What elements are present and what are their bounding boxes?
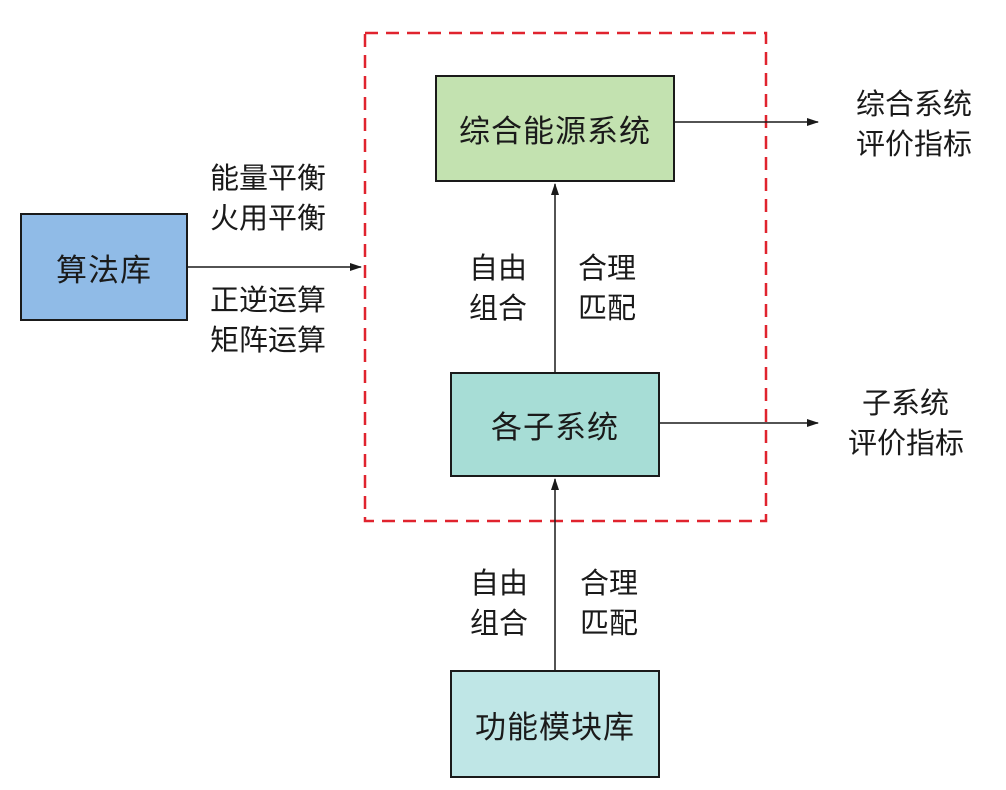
integrated-energy-system-node: 综合能源系统: [435, 75, 675, 182]
algorithm-library-label: 算法库: [56, 252, 152, 289]
subsystem-indicator-text: 评价指标: [848, 426, 965, 461]
lower-rational-text: 合理: [580, 566, 639, 600]
integrated-output-label: 综合系统 评价指标: [856, 84, 972, 164]
library-input-label-below: 正逆运算 矩阵运算: [210, 280, 326, 360]
integrated-indicator-text: 评价指标: [856, 127, 973, 162]
integrated-system-text: 综合系统: [856, 87, 973, 121]
upper-match-text: 匹配: [578, 291, 637, 326]
matrix-calc-text: 矩阵运算: [210, 323, 327, 358]
upper-rational-text: 合理: [578, 251, 637, 285]
lower-free-text: 自由: [470, 566, 529, 600]
upper-free-text: 自由: [469, 251, 528, 285]
subsystem-output-label: 子系统 评价指标: [848, 383, 964, 463]
upper-combine-text: 组合: [469, 291, 528, 326]
subsystem-text: 子系统: [862, 386, 950, 420]
module-library-label: 功能模块库: [475, 709, 635, 746]
forward-inverse-calc-text: 正逆运算: [210, 283, 327, 317]
module-library-node: 功能模块库: [450, 670, 660, 778]
lower-link-left-label: 自由 组合: [470, 563, 528, 643]
lower-link-right-label: 合理 匹配: [580, 563, 638, 643]
algorithm-library-node: 算法库: [20, 213, 188, 321]
system-boundary: [363, 31, 768, 523]
upper-link-left-label: 自由 组合: [469, 248, 527, 328]
energy-balance-text: 能量平衡: [210, 161, 327, 195]
subsystems-label: 各子系统: [491, 410, 619, 446]
lower-match-text: 匹配: [580, 606, 639, 641]
integrated-energy-system-label: 综合能源系统: [459, 114, 651, 150]
exergy-balance-text: 火用平衡: [210, 201, 327, 236]
lower-combine-text: 组合: [470, 606, 529, 641]
upper-link-right-label: 合理 匹配: [578, 248, 636, 328]
library-input-label-above: 能量平衡 火用平衡: [210, 158, 326, 238]
subsystems-node: 各子系统: [450, 372, 660, 477]
